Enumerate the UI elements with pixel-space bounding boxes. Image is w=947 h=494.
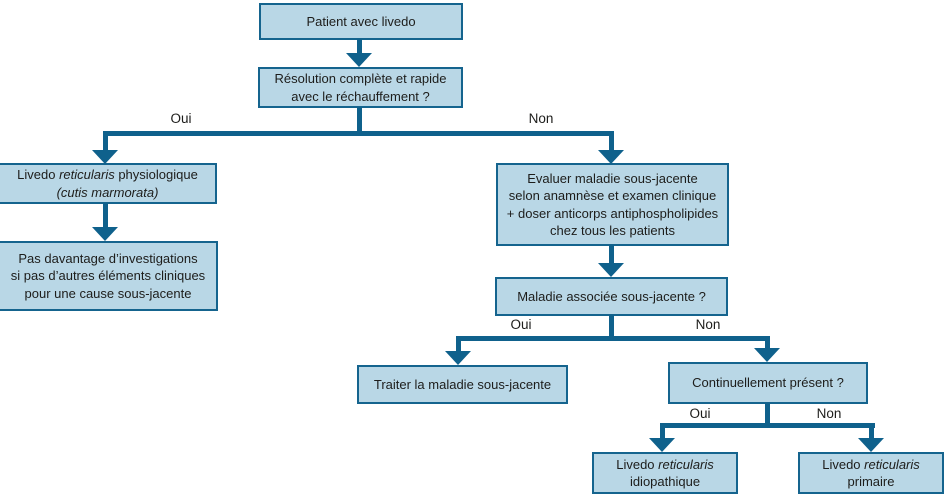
arrowhead-down-icon [92, 150, 118, 164]
node-continuellement-present-question: Continuellement présent ? [668, 362, 868, 404]
node-traiter-maladie: Traiter la maladie sous-jacente [357, 365, 568, 404]
connector-branch3-oui-drop [660, 423, 665, 439]
arrowhead-down-icon [346, 53, 372, 67]
arrowhead-down-icon [598, 263, 624, 277]
connector-maladie-stem [609, 315, 614, 341]
node-patient-avec-livedo: Patient avec livedo [259, 3, 463, 40]
connector-resolution-stem [357, 107, 362, 136]
arrowhead-down-icon [445, 351, 471, 365]
connector-branch2-non-drop [765, 336, 770, 349]
arrowhead-down-icon [92, 227, 118, 241]
connector-physiologique-to-investigations [103, 203, 108, 228]
connector-continuellement-stem [765, 403, 770, 428]
connector-branch2-oui-drop [456, 336, 461, 352]
connector-branch1-oui-drop [103, 131, 108, 151]
connector-patient-to-resolution [357, 39, 362, 55]
arrowhead-down-icon [754, 348, 780, 362]
branch2-label-non: Non [695, 317, 721, 332]
node-maladie-associee-question: Maladie associée sous-jacente ? [495, 277, 728, 316]
branch2-label-oui: Oui [510, 317, 532, 332]
connector-branch1-non-drop [609, 131, 614, 151]
branch1-label-non: Non [528, 111, 554, 126]
arrowhead-down-icon [858, 438, 884, 452]
branch3-label-oui: Oui [689, 406, 711, 421]
node-livedo-physiologique: Livedo reticularis physiologique(cutis m… [0, 163, 217, 204]
branch3-label-non: Non [816, 406, 842, 421]
connector-evaluer-to-maladie [609, 245, 614, 264]
arrowhead-down-icon [649, 438, 675, 452]
arrowhead-down-icon [598, 150, 624, 164]
connector-branch3-non-drop [869, 423, 874, 439]
connector-branch1-horizontal [103, 131, 614, 136]
branch1-label-oui: Oui [170, 111, 192, 126]
connector-branch3-horizontal [660, 423, 875, 428]
connector-branch2-horizontal [456, 336, 770, 341]
